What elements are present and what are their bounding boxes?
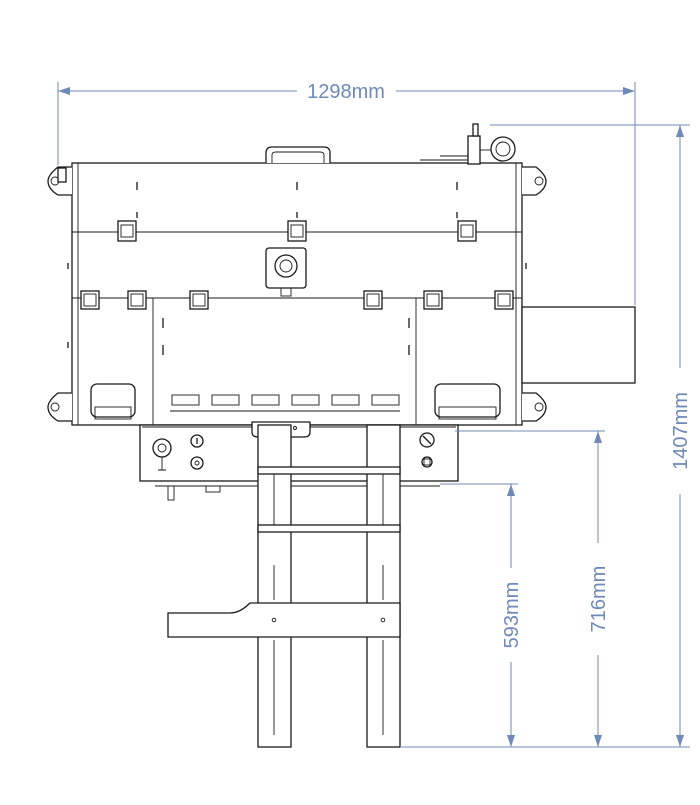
- side-compartment: [521, 306, 636, 384]
- dim-overall-width-label: 1298mm: [307, 81, 385, 103]
- dimension-overall-width: 1298mm: [57, 81, 636, 305]
- dimension-lower-height: 593mm: [440, 483, 523, 747]
- stand: [167, 424, 401, 748]
- machine-body: [47, 146, 547, 426]
- dim-mid-height-label: 716mm: [588, 566, 610, 633]
- dimension-mid-height: 716mm: [455, 430, 610, 747]
- cable-connector: [420, 123, 516, 165]
- dim-lower-height-label: 593mm: [501, 582, 523, 649]
- dim-overall-height-label: 1407mm: [670, 392, 692, 470]
- dimension-overall-height: 1407mm: [400, 124, 692, 748]
- left-connector: [57, 167, 67, 183]
